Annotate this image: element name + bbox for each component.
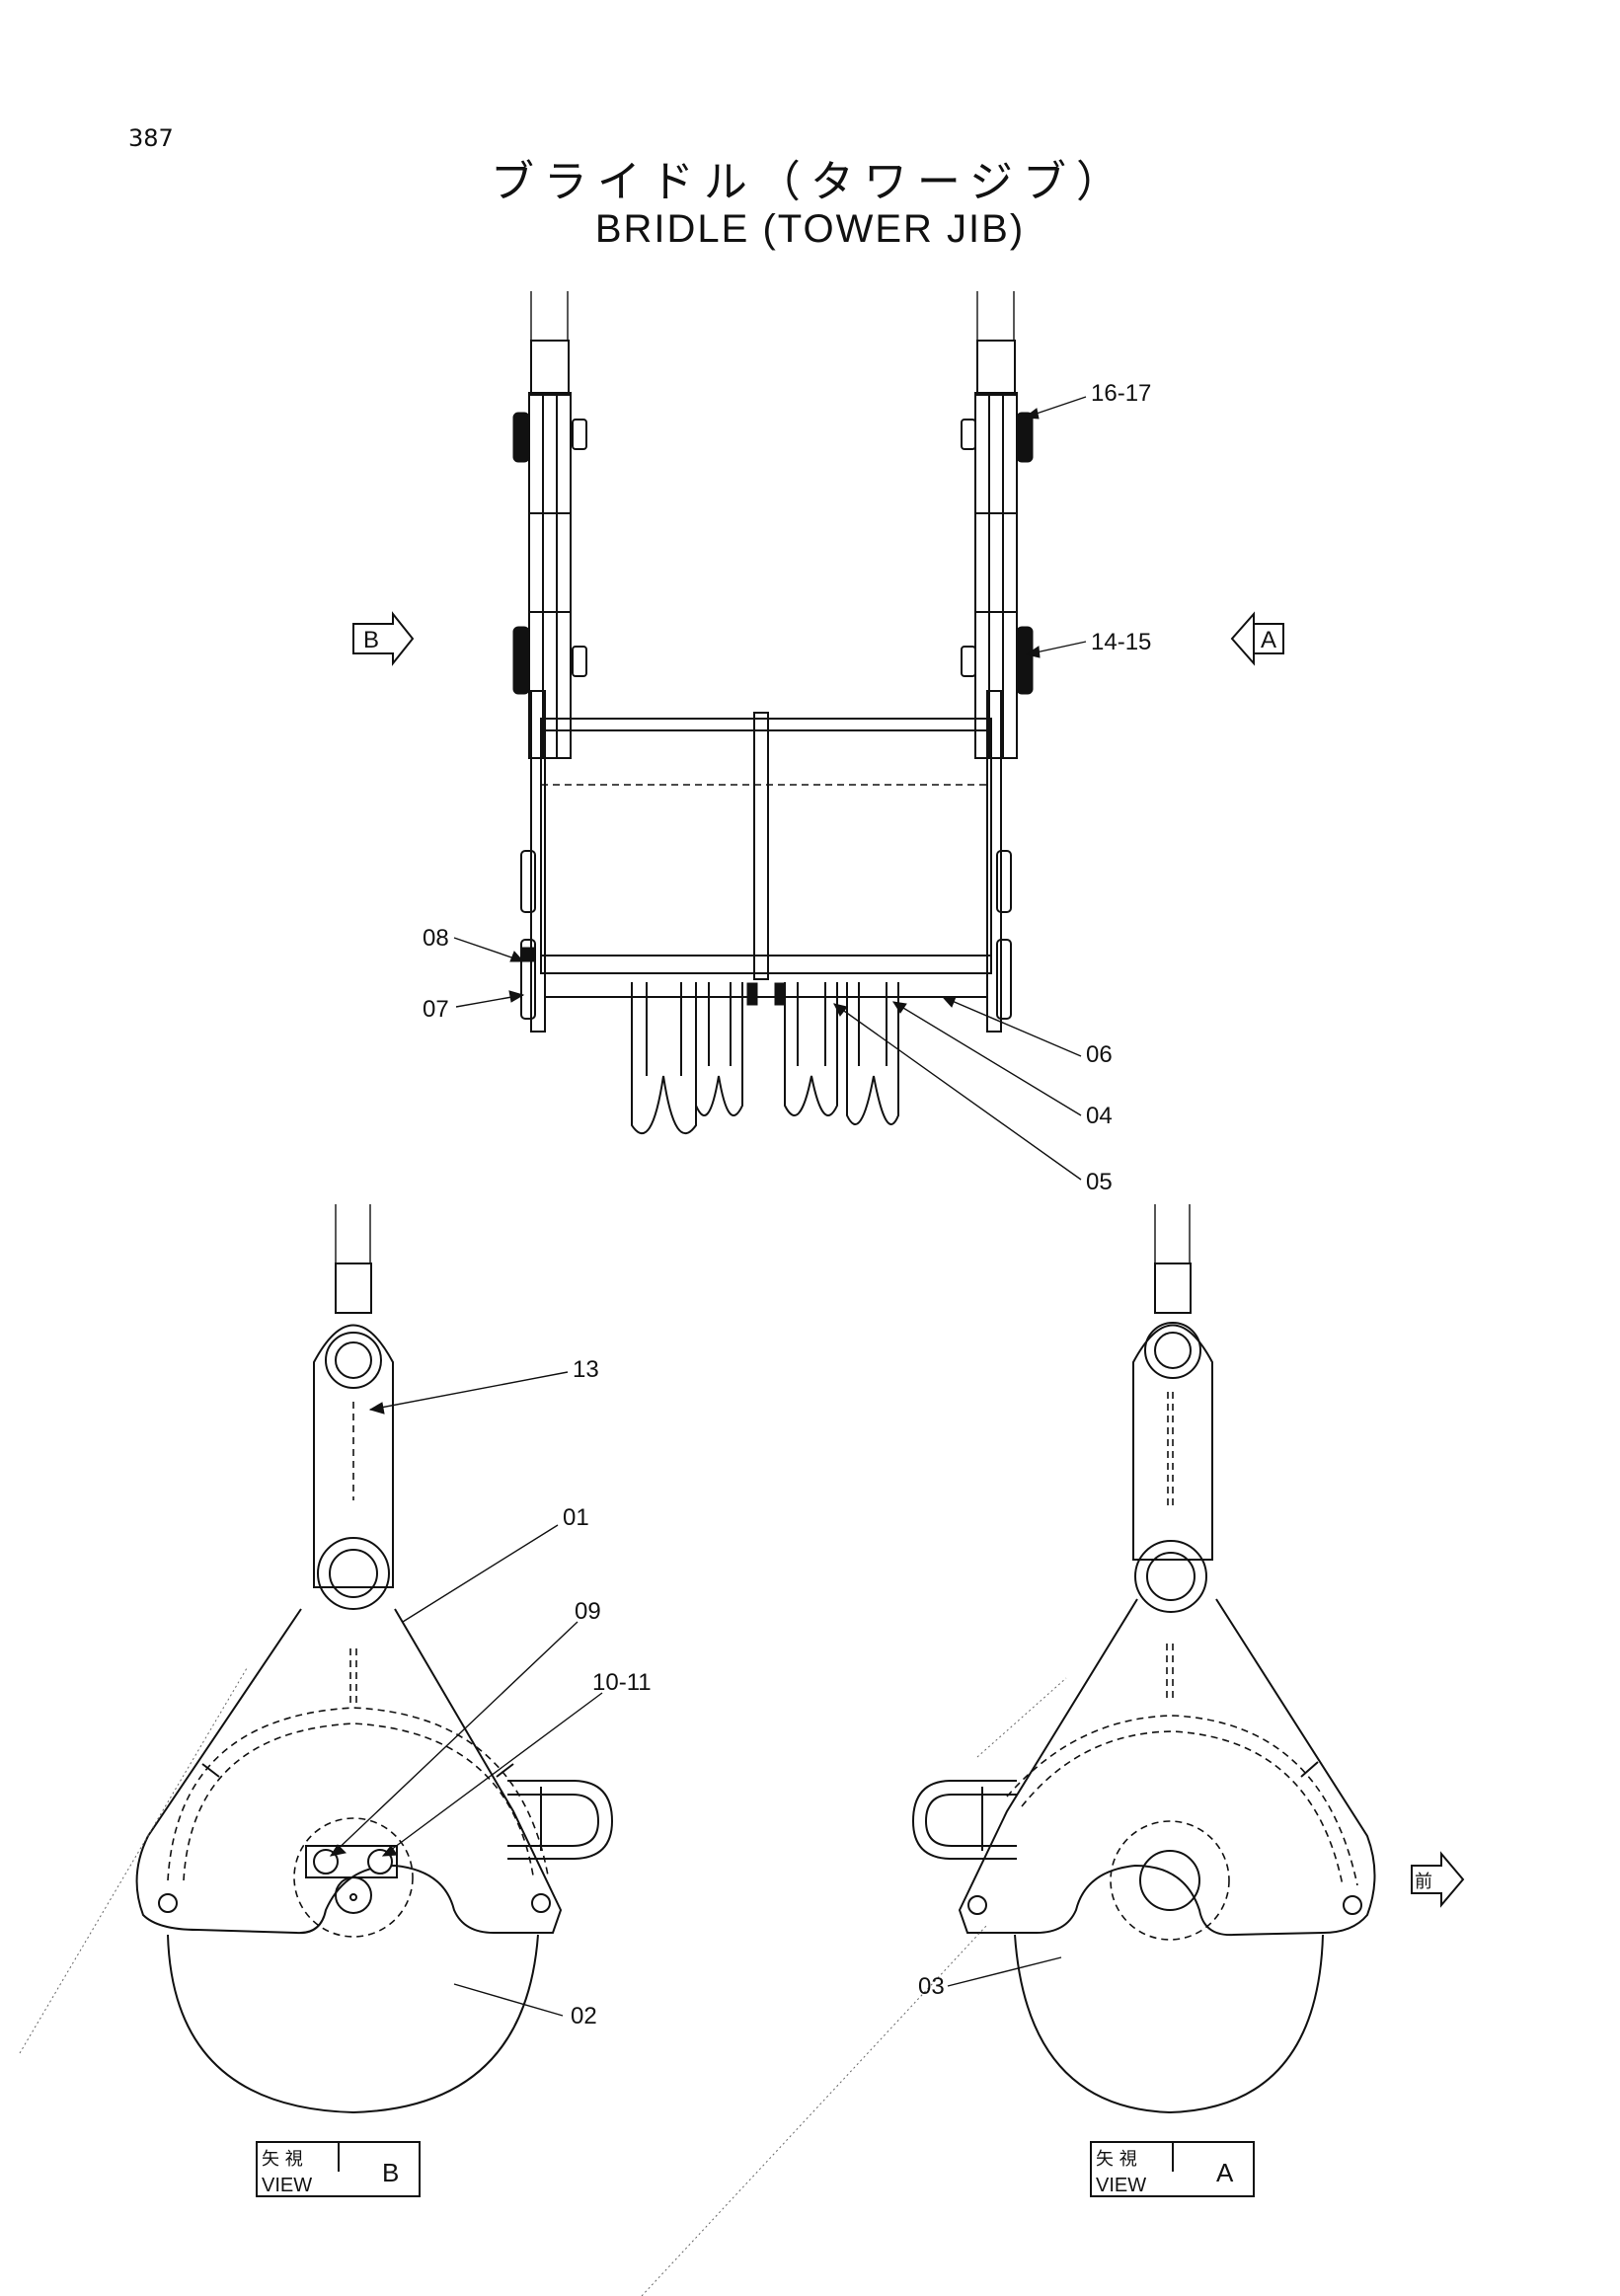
left-link (512, 392, 587, 759)
view-b-label-box: 矢 視 VIEW B (256, 2141, 421, 2197)
callout-labels: 16-17 14-15 08 07 06 04 05 13 01 09 10-1… (363, 380, 1432, 2029)
view-b-letter: B (382, 2158, 399, 2187)
sheaves-top (631, 982, 899, 1135)
view-a-label-box: 矢 視 VIEW A (1090, 2141, 1255, 2197)
callout-14-15: 14-15 (1091, 629, 1151, 655)
callout-04: 04 (1086, 1103, 1113, 1129)
top-view (352, 291, 1284, 1181)
left-pendant-rod (530, 291, 570, 396)
callout-13: 13 (573, 1356, 599, 1383)
view-a-letter: A (1216, 2158, 1234, 2187)
view-b-arrow-letter: B (363, 627, 379, 653)
right-pendant-rod (976, 291, 1016, 396)
view-a-en: VIEW (1096, 2175, 1146, 2196)
title-japanese: ブライドル（タワージブ） (490, 157, 1130, 207)
callout-07: 07 (423, 996, 449, 1023)
bridle-frame (520, 690, 1012, 1033)
callout-09: 09 (575, 1598, 601, 1625)
view-b-en: VIEW (262, 2175, 312, 2196)
callout-05: 05 (1086, 1169, 1113, 1195)
callout-06: 06 (1086, 1041, 1113, 1068)
view-b-arrow (352, 611, 415, 666)
callout-16-17: 16-17 (1091, 380, 1151, 407)
callout-10-11: 10-11 (592, 1669, 652, 1696)
view-a-arrow (1230, 611, 1284, 666)
callout-08: 08 (423, 925, 449, 952)
page-number: 387 (128, 124, 174, 152)
right-link (961, 392, 1034, 759)
view-b-drawing (19, 1204, 614, 2114)
view-b-jp: 矢 視 (262, 2149, 303, 2170)
view-a-arrow-letter: A (1261, 627, 1276, 653)
callout-03: 03 (918, 1973, 945, 2000)
callout-01: 01 (563, 1504, 589, 1531)
front-arrow-label: 前 (1415, 1872, 1432, 1892)
view-a-drawing (641, 1204, 1465, 2296)
top-view-leaders (453, 396, 1087, 1181)
bottom-view-leaders (329, 1371, 1062, 2017)
title-english: BRIDLE (TOWER JIB) (594, 207, 1026, 251)
view-a-jp: 矢 視 (1096, 2149, 1137, 2170)
callout-02: 02 (571, 2003, 597, 2029)
